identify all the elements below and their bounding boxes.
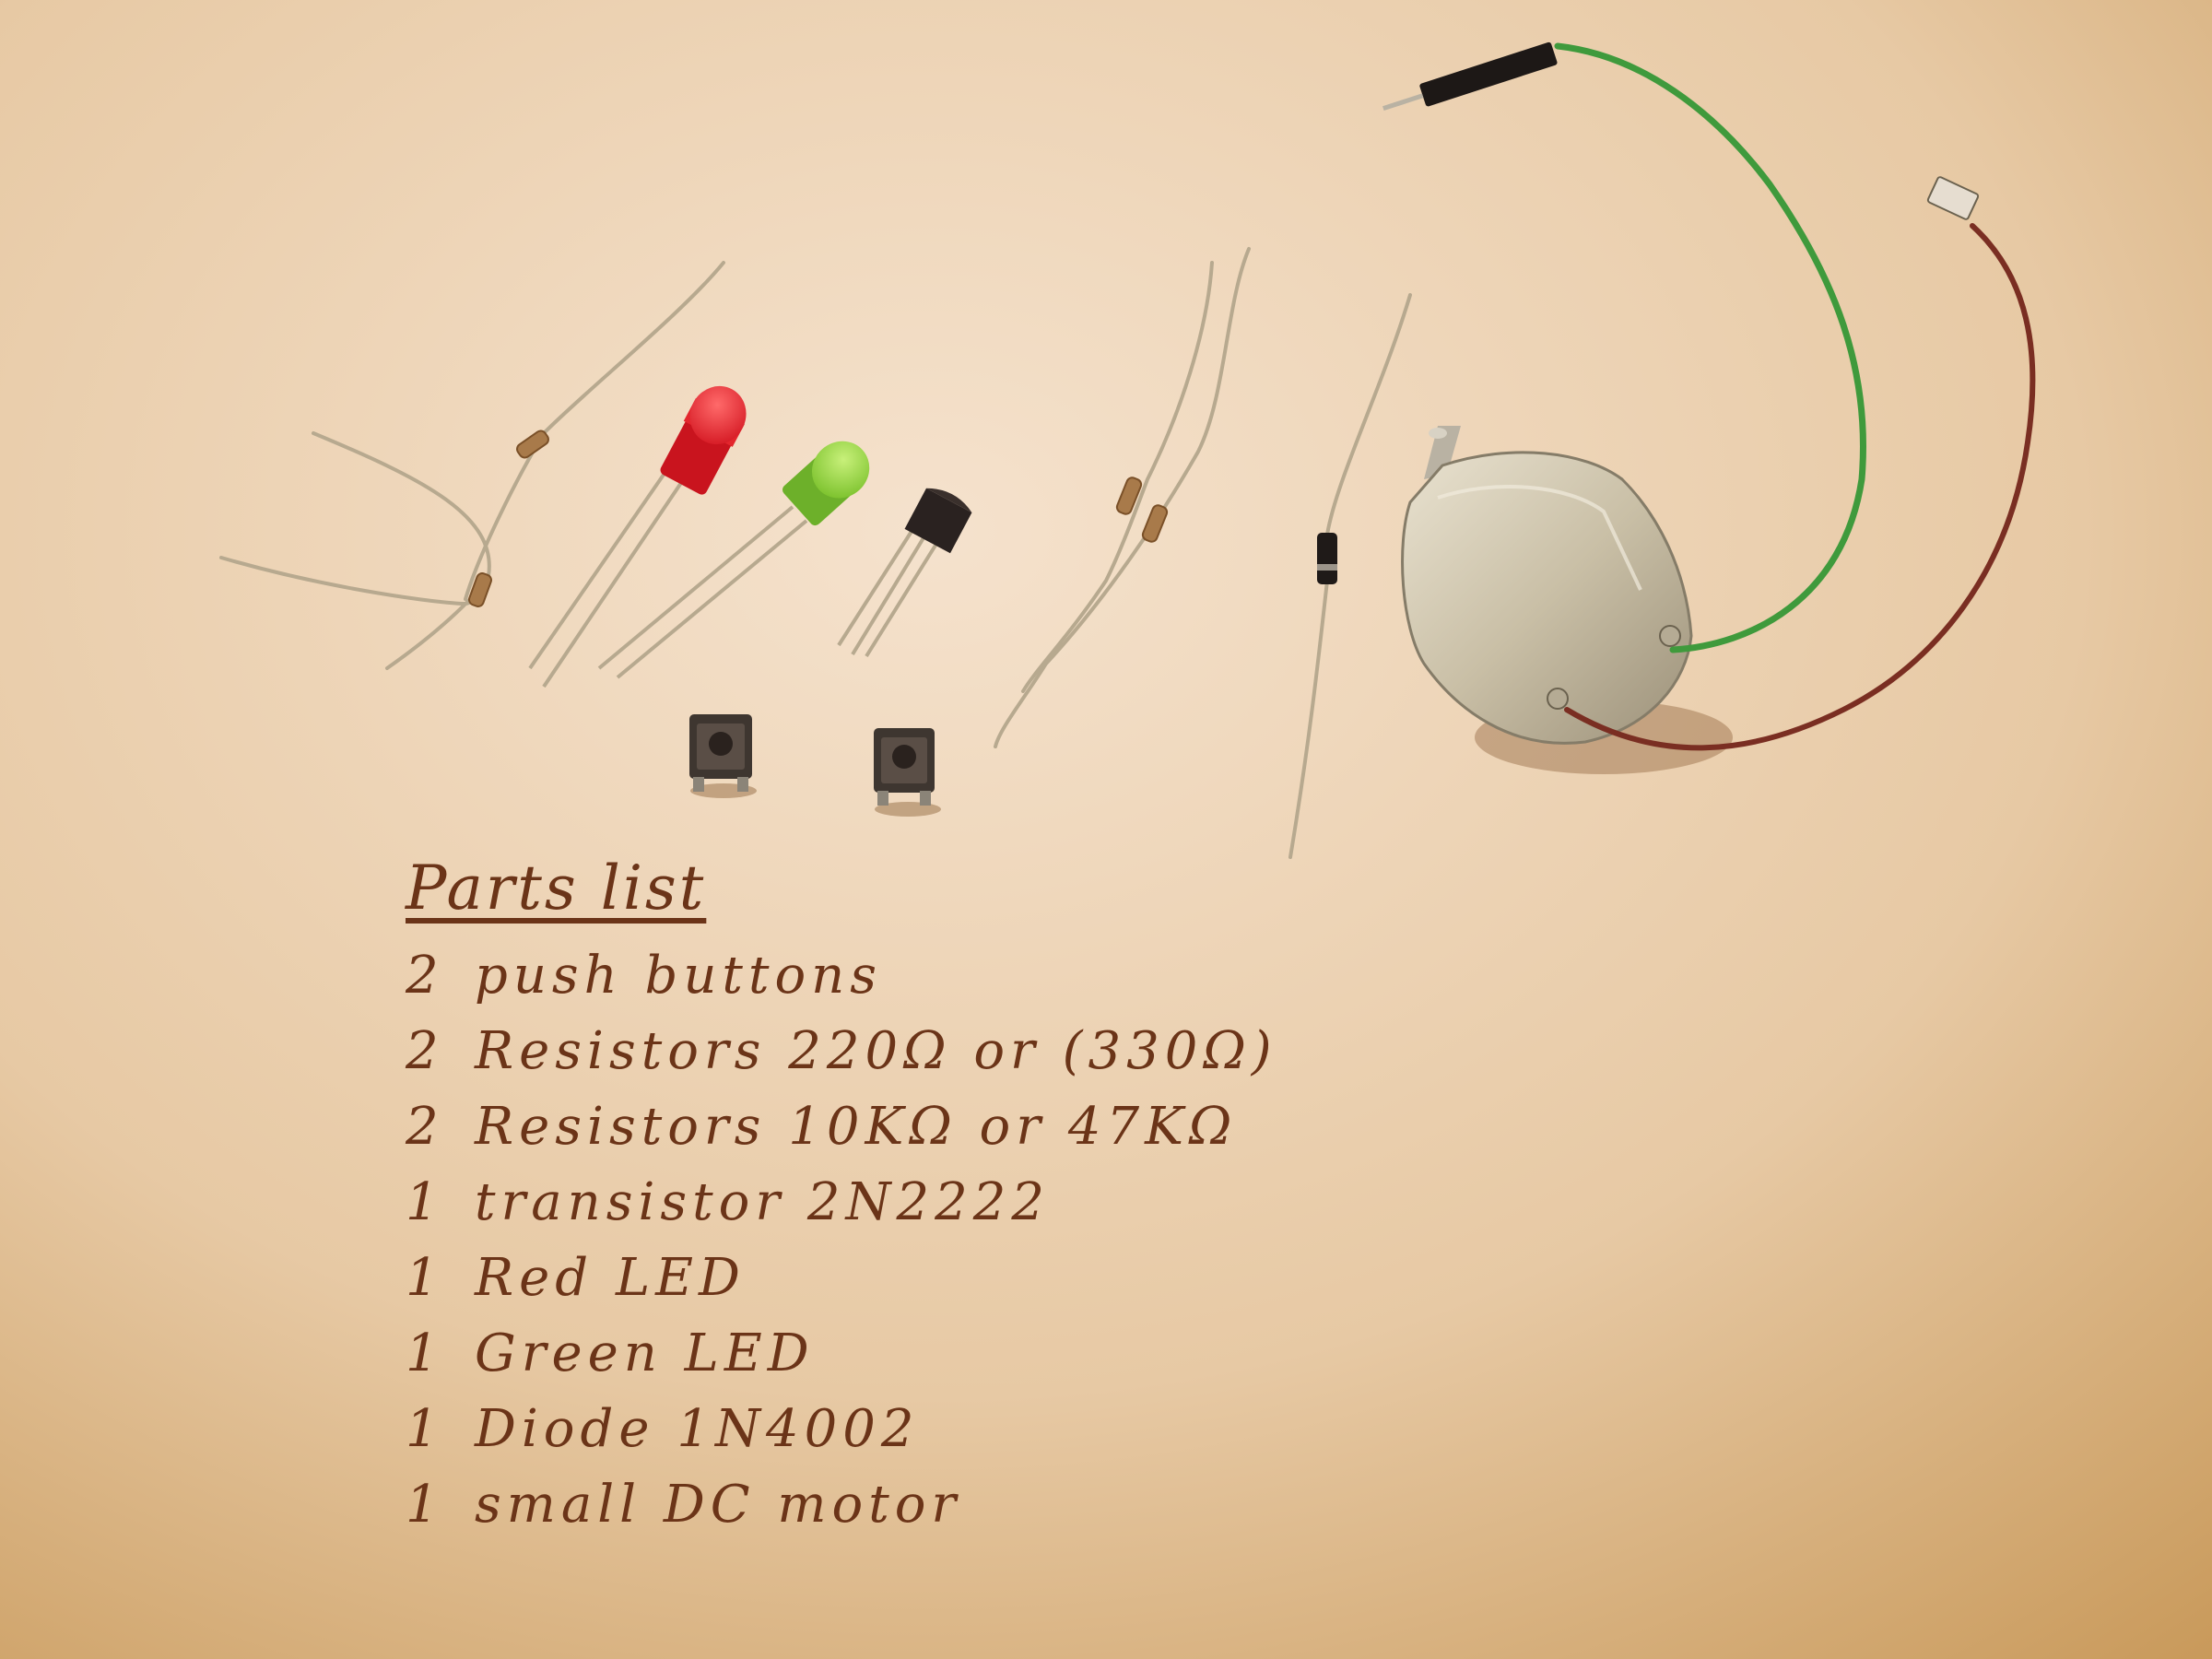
item-text: Green LED (475, 1324, 815, 1383)
item-text: Red LED (475, 1248, 746, 1308)
resistor-single (219, 261, 725, 670)
transistor-to92 (837, 488, 972, 658)
item-qty: 2 (406, 946, 444, 1006)
push-button-right (874, 728, 941, 817)
item-qty: 1 (406, 1475, 444, 1535)
resistor-pair (994, 247, 1251, 748)
item-qty: 1 (406, 1248, 444, 1308)
item-qty: 1 (406, 1172, 444, 1232)
parts-list-title: Parts list (406, 853, 707, 924)
item-qty: 2 (406, 1097, 444, 1157)
item-text: Resistors 10KΩ or 47KΩ (475, 1097, 1238, 1157)
list-item: 2 push buttons (406, 938, 1327, 1014)
red-led (528, 385, 747, 688)
list-item: 1 Green LED (406, 1316, 1327, 1392)
item-qty: 1 (406, 1399, 444, 1459)
item-qty: 2 (406, 1021, 444, 1081)
item-text: Resistors 220Ω or (330Ω) (475, 1021, 1277, 1081)
list-item: 2 Resistors 10KΩ or 47KΩ (406, 1089, 1327, 1165)
list-item: 1 transistor 2N2222 (406, 1165, 1327, 1241)
green-led (597, 441, 870, 679)
item-text: transistor 2N2222 (475, 1172, 1051, 1232)
list-item: 2 Resistors 220Ω or (330Ω) (406, 1014, 1327, 1089)
dc-motor (1382, 41, 2036, 774)
item-text: Diode 1N4002 (475, 1399, 920, 1459)
item-qty: 1 (406, 1324, 444, 1383)
diode (1288, 293, 1412, 859)
item-text: push buttons (475, 946, 882, 1006)
item-text: small DC motor (475, 1475, 962, 1535)
list-item: 1 small DC motor (406, 1467, 1327, 1543)
list-item: 1 Red LED (406, 1241, 1327, 1316)
push-button-left (689, 714, 757, 798)
list-item: 1 Diode 1N4002 (406, 1392, 1327, 1467)
